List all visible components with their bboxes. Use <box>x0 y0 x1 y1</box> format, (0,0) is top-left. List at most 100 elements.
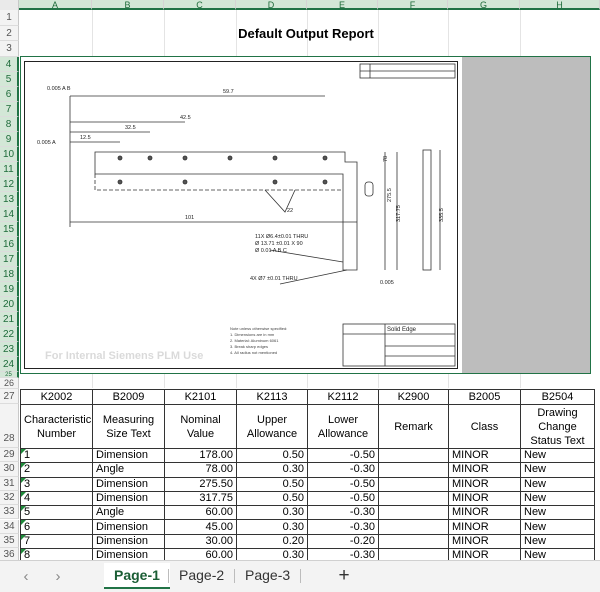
column-code[interactable]: B2009 <box>92 389 165 405</box>
class-cell[interactable]: MINOR <box>448 519 521 535</box>
lower-allowance-cell[interactable]: -0.30 <box>307 519 379 535</box>
status-cell[interactable]: New <box>520 490 595 507</box>
row-header[interactable]: 28 <box>0 404 19 448</box>
column-code[interactable]: K2900 <box>378 389 449 405</box>
remark-cell[interactable] <box>378 505 449 521</box>
row-header[interactable]: 33 <box>0 505 19 520</box>
lower-allowance-cell[interactable]: -0.50 <box>307 476 379 492</box>
table-row[interactable]: 7 Dimension 30.00 0.20 -0.20 MINOR New <box>20 533 595 550</box>
row-header[interactable]: 17 <box>0 251 19 267</box>
remark-cell[interactable] <box>378 548 449 560</box>
class-cell[interactable]: MINOR <box>448 462 521 478</box>
lower-allowance-cell[interactable]: -0.30 <box>307 548 379 560</box>
upper-allowance-cell[interactable]: 0.30 <box>236 519 308 535</box>
class-cell[interactable]: MINOR <box>448 476 521 492</box>
table-row[interactable]: 6 Dimension 45.00 0.30 -0.30 MINOR New <box>20 519 595 535</box>
status-cell[interactable]: New <box>520 548 595 560</box>
upper-allowance-cell[interactable]: 0.50 <box>236 476 308 492</box>
status-cell[interactable]: New <box>520 462 595 478</box>
class-cell[interactable]: MINOR <box>448 490 521 507</box>
characteristic-number-cell[interactable]: 3 <box>20 476 93 492</box>
class-cell[interactable]: MINOR <box>448 447 521 464</box>
column-header-a[interactable]: A <box>19 0 92 10</box>
column-header-f[interactable]: F <box>378 0 448 10</box>
upper-allowance-cell[interactable]: 0.50 <box>236 447 308 464</box>
measuring-size-cell[interactable]: Dimension <box>92 533 165 550</box>
column-code[interactable]: B2504 <box>520 389 595 405</box>
column-header-b[interactable]: B <box>92 0 164 10</box>
table-row[interactable]: 1 Dimension 178.00 0.50 -0.50 MINOR New <box>20 447 595 464</box>
embedded-drawing-image[interactable]: 59.7 42.5 32.5 12.5 101 22 78 275.5 317.… <box>20 56 591 374</box>
characteristic-number-cell[interactable]: 4 <box>20 490 93 507</box>
characteristic-number-cell[interactable]: 6 <box>20 519 93 535</box>
upper-allowance-cell[interactable]: 0.50 <box>236 490 308 507</box>
next-sheet-button[interactable]: › <box>55 568 61 585</box>
class-cell[interactable]: MINOR <box>448 505 521 521</box>
nominal-value-cell[interactable]: 60.00 <box>164 505 237 521</box>
nominal-value-cell[interactable]: 317.75 <box>164 490 237 507</box>
measuring-size-cell[interactable]: Dimension <box>92 548 165 560</box>
column-header-h[interactable]: H <box>520 0 600 10</box>
table-row[interactable]: 8 Dimension 60.00 0.30 -0.30 MINOR New <box>20 548 595 560</box>
nominal-value-cell[interactable]: 45.00 <box>164 519 237 535</box>
row-header[interactable]: 32 <box>0 490 19 506</box>
characteristic-number-cell[interactable]: 1 <box>20 447 93 464</box>
row-header[interactable]: 25 <box>0 371 19 378</box>
column-code[interactable]: K2113 <box>236 389 308 405</box>
lower-allowance-cell[interactable]: -0.30 <box>307 462 379 478</box>
characteristic-number-cell[interactable]: 2 <box>20 462 93 478</box>
column-header-cell[interactable]: Remark <box>378 404 449 449</box>
nominal-value-cell[interactable]: 78.00 <box>164 462 237 478</box>
previous-sheet-button[interactable]: ‹ <box>23 568 29 585</box>
nominal-value-cell[interactable]: 30.00 <box>164 533 237 550</box>
upper-allowance-cell[interactable]: 0.30 <box>236 548 308 560</box>
column-header-cell[interactable]: Lower Allowance <box>307 404 379 449</box>
row-header[interactable]: 6 <box>0 86 19 102</box>
row-header[interactable]: 34 <box>0 519 19 534</box>
row-header[interactable]: 9 <box>0 131 19 147</box>
characteristic-number-cell[interactable]: 7 <box>20 533 93 550</box>
row-header[interactable]: 20 <box>0 296 19 312</box>
nominal-value-cell[interactable]: 60.00 <box>164 548 237 560</box>
column-code[interactable]: K2101 <box>164 389 237 405</box>
row-header[interactable]: 7 <box>0 101 19 117</box>
upper-allowance-cell[interactable]: 0.20 <box>236 533 308 550</box>
measuring-size-cell[interactable]: Dimension <box>92 519 165 535</box>
lower-allowance-cell[interactable]: -0.50 <box>307 490 379 507</box>
row-header[interactable]: 36 <box>0 548 19 560</box>
row-header[interactable]: 27 <box>0 389 19 404</box>
row-header[interactable]: 3 <box>0 41 19 57</box>
column-header-d[interactable]: D <box>236 0 307 10</box>
table-row[interactable]: 2 Angle 78.00 0.30 -0.30 MINOR New <box>20 462 595 478</box>
column-code[interactable]: B2005 <box>448 389 521 405</box>
remark-cell[interactable] <box>378 519 449 535</box>
spreadsheet-grid[interactable]: A B C D E F G H 1 2 3 4 5 6 7 8 9 10 11 … <box>0 0 600 560</box>
row-header[interactable]: 2 <box>0 25 19 42</box>
measuring-size-cell[interactable]: Angle <box>92 505 165 521</box>
remark-cell[interactable] <box>378 447 449 464</box>
remark-cell[interactable] <box>378 533 449 550</box>
row-header[interactable]: 21 <box>0 311 19 327</box>
row-header[interactable]: 35 <box>0 533 19 549</box>
column-code[interactable]: K2002 <box>20 389 93 405</box>
upper-allowance-cell[interactable]: 0.30 <box>236 505 308 521</box>
row-header[interactable]: 24 <box>0 356 19 372</box>
nominal-value-cell[interactable]: 178.00 <box>164 447 237 464</box>
row-header[interactable]: 30 <box>0 462 19 477</box>
remark-cell[interactable] <box>378 476 449 492</box>
row-header[interactable]: 22 <box>0 326 19 342</box>
column-header-c[interactable]: C <box>164 0 236 10</box>
column-code[interactable]: K2112 <box>307 389 379 405</box>
table-row[interactable]: 4 Dimension 317.75 0.50 -0.50 MINOR New <box>20 490 595 507</box>
row-header[interactable]: 10 <box>0 146 19 162</box>
row-header[interactable]: 26 <box>0 377 19 389</box>
measuring-size-cell[interactable]: Angle <box>92 462 165 478</box>
row-header[interactable]: 1 <box>0 10 19 26</box>
row-header[interactable]: 11 <box>0 161 19 177</box>
column-header-g[interactable]: G <box>448 0 520 10</box>
select-all-corner[interactable] <box>0 0 19 10</box>
status-cell[interactable]: New <box>520 505 595 521</box>
column-header-e[interactable]: E <box>307 0 378 10</box>
status-cell[interactable]: New <box>520 519 595 535</box>
row-header[interactable]: 31 <box>0 476 19 491</box>
